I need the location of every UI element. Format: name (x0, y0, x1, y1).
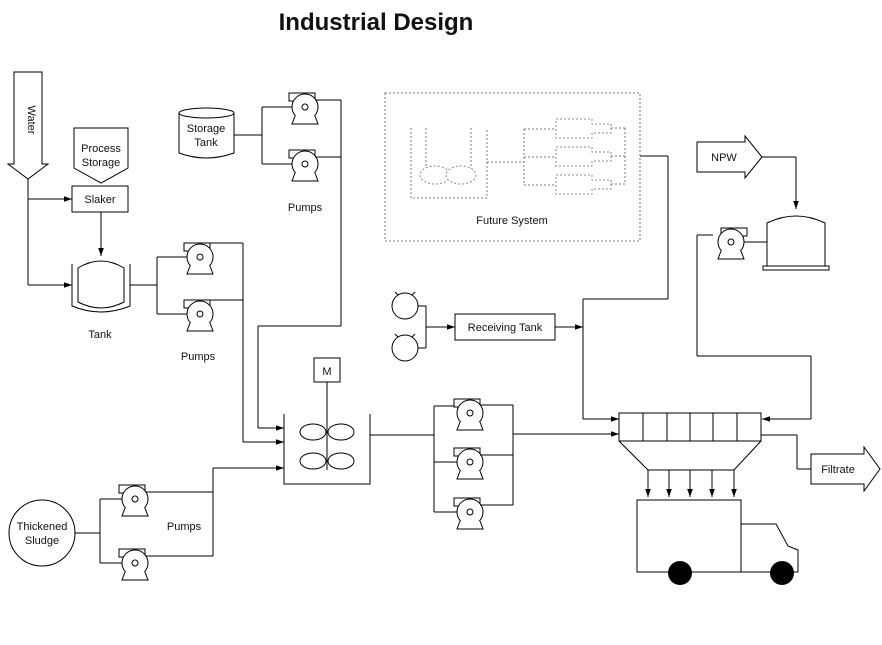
svg-text:Sludge: Sludge (25, 535, 59, 547)
pump-icon (453, 398, 484, 431)
filtrate-outlet: Filtrate (810, 445, 881, 493)
thickened-sludge: Thickened Sludge (8, 499, 76, 567)
pump-icon (118, 548, 149, 581)
dosing-vessels (391, 291, 427, 362)
tank: Tank (71, 260, 131, 341)
slaker: Slaker (71, 185, 129, 213)
pump-icon (453, 447, 484, 480)
storage-tank: Storage Tank (178, 107, 235, 159)
water-inlet: Water (6, 71, 50, 180)
svg-text:Receiving Tank: Receiving Tank (468, 322, 543, 334)
svg-text:Thickened: Thickened (17, 521, 68, 533)
pump-icon (288, 149, 319, 182)
svg-text:Tank: Tank (194, 137, 218, 149)
pump-icon (118, 484, 149, 517)
pumps-mid-label: Pumps (181, 351, 216, 363)
diagram-title: Industrial Design (279, 9, 474, 36)
filter-press (618, 412, 762, 497)
npw-tank (762, 215, 830, 271)
motor-label: M (322, 366, 331, 378)
receiving-tank: Receiving Tank (454, 313, 556, 341)
pump-icon (717, 227, 748, 260)
svg-text:Slaker: Slaker (84, 194, 116, 206)
svg-text:Process: Process (81, 143, 121, 155)
process-storage: Process Storage (73, 127, 129, 184)
svg-text:Storage: Storage (82, 157, 121, 169)
pump-icon (453, 497, 484, 530)
pump-icon (183, 299, 214, 332)
pump-icon (288, 92, 319, 125)
npw-label: NPW (711, 152, 737, 164)
npw-inlet: NPW (696, 134, 763, 180)
mixing-tank: M (283, 357, 371, 485)
svg-text:Storage: Storage (187, 123, 226, 135)
truck-icon (636, 499, 799, 585)
future-system-label: Future System (476, 215, 548, 227)
future-system: Future System (384, 92, 641, 242)
tank-label: Tank (88, 329, 112, 341)
pumps-top-label: Pumps (288, 202, 323, 214)
water-label: Water (25, 106, 37, 135)
pump-icon (183, 242, 214, 275)
pumps-bottom-label: Pumps (167, 521, 202, 533)
filtrate-label: Filtrate (821, 464, 855, 476)
